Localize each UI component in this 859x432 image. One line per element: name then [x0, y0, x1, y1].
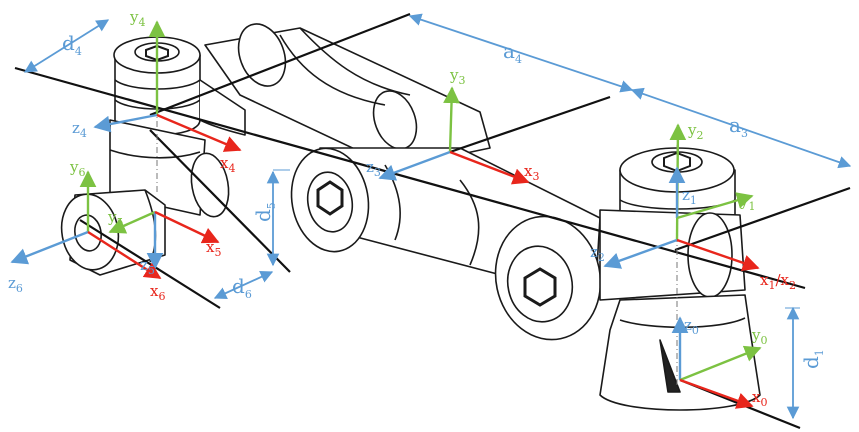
axis-label-z2: z2: [590, 243, 605, 264]
axis-label-y5: y5: [107, 208, 123, 229]
axis-label-y2: y2: [687, 121, 703, 142]
axis-label-z1: z1: [682, 186, 697, 207]
axis-label-y3: y3: [449, 66, 465, 87]
axis-label-x5: x5: [206, 238, 221, 259]
dim-label-d6: d6: [232, 274, 252, 301]
axis-label-x6: x6: [150, 282, 165, 303]
axis-label-z4: z4: [72, 119, 87, 140]
dim-label-d1: d1: [799, 349, 826, 369]
axis-arrows: [10, 20, 762, 409]
dimension-arrows: [23, 13, 852, 420]
axis-label-x1-x2: x1/x2: [760, 271, 796, 292]
axis-label-x3: x3: [524, 162, 539, 183]
axis-label-z0: z0: [684, 316, 699, 337]
axis-label-z5: z5: [140, 256, 155, 277]
dim-label-d5: d5: [251, 202, 278, 222]
axis-label-y1: y1: [739, 192, 755, 213]
axis-label-x0: x0: [752, 388, 767, 409]
robot-arm-outline-icon: [60, 23, 761, 411]
axis-label-y4: y4: [129, 8, 145, 29]
axis-label-y6: y6: [69, 158, 85, 179]
dim-label-d4: d4: [62, 31, 82, 58]
axis-label-z3: z3: [366, 158, 381, 179]
dim-label-a3: a3: [729, 113, 748, 140]
axis-label-z6: z6: [8, 274, 23, 295]
axis-label-x4: x4: [220, 154, 235, 175]
axis-label-y0: y0: [751, 326, 767, 347]
dim-label-a4: a4: [503, 39, 522, 66]
